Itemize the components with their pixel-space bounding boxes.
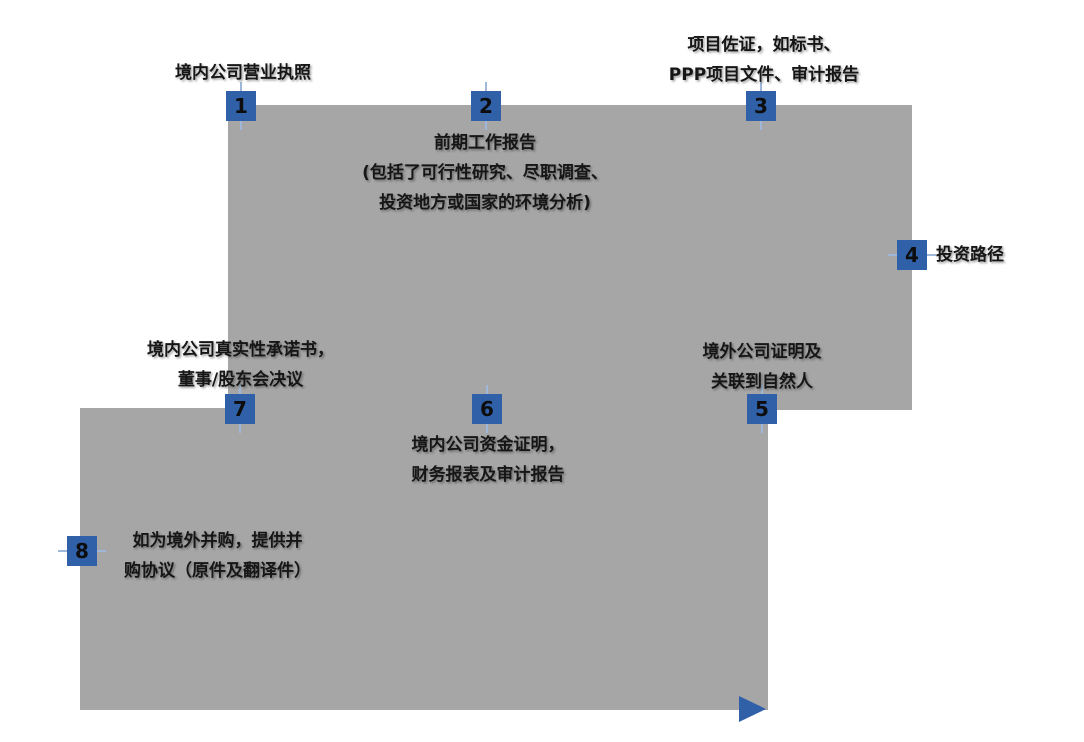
- step-marker-7: 7: [225, 394, 255, 424]
- step-label-2: 前期工作报告 (包括了可行性研究、尽职调查、 投资地方或国家的环境分析): [362, 133, 608, 213]
- step-label-4: 投资路径: [936, 245, 1004, 265]
- step-label-5: 境外公司证明及 关联到自然人: [702, 342, 822, 392]
- step-label-1: 境内公司营业执照: [175, 63, 311, 83]
- step-label-6: 境内公司资金证明， 财务报表及审计报告: [411, 435, 565, 485]
- flow-arrow-icon: [739, 696, 766, 722]
- step-marker-3: 3: [746, 91, 776, 121]
- step-label-3: 项目佐证，如标书、 PPP项目文件、审计报告: [668, 35, 860, 85]
- step-label-7: 境内公司真实性承诺书， 董事/股东会决议: [147, 340, 334, 390]
- step-marker-5: 5: [747, 394, 777, 424]
- step-marker-8: 8: [67, 536, 97, 566]
- flow-area-top: [228, 105, 912, 410]
- step-marker-1: 1: [226, 91, 256, 121]
- flow-area-bottom: [80, 408, 768, 710]
- step-marker-6: 6: [472, 394, 502, 424]
- step-marker-2: 2: [471, 91, 501, 121]
- step-marker-4: 4: [897, 240, 927, 270]
- step-label-8: 如为境外并购，提供并 购协议（原件及翻译件）: [124, 531, 311, 581]
